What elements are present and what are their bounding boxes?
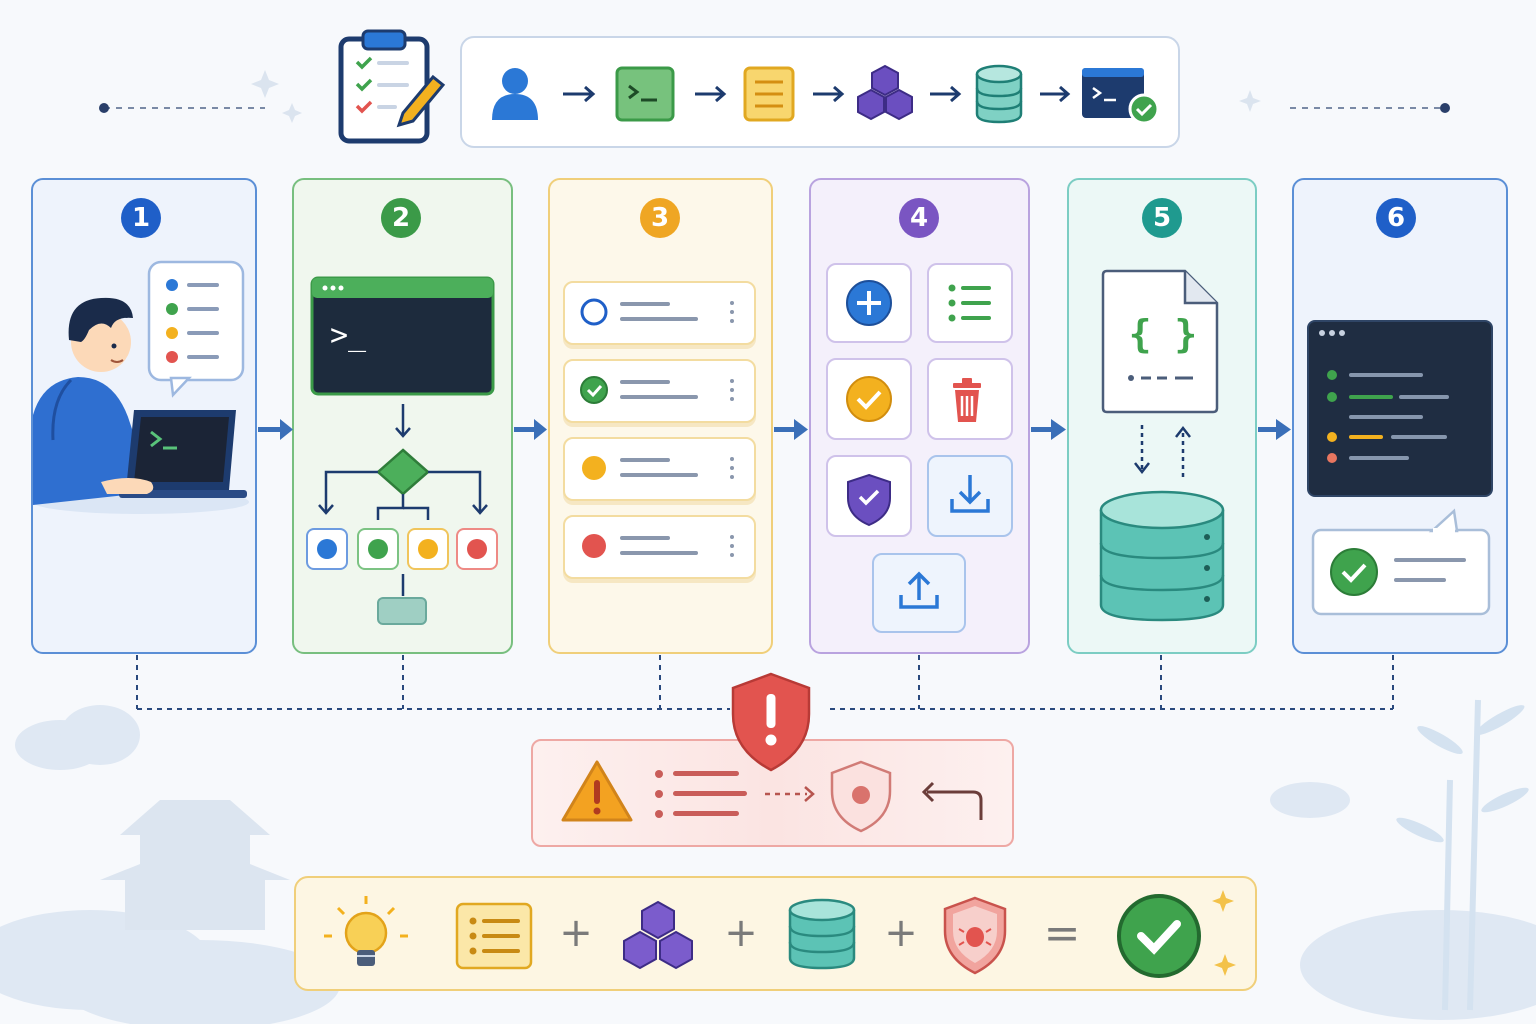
arrow-icon xyxy=(563,85,596,103)
output-terminal-window xyxy=(1307,320,1493,497)
list-icon xyxy=(948,284,991,322)
file-database-sync-illustration xyxy=(1099,269,1225,622)
user-icon xyxy=(492,68,538,120)
shield-icon xyxy=(830,760,892,833)
success-message-bubble xyxy=(1311,508,1491,616)
formula-bar xyxy=(294,876,1257,991)
error-connector-lines xyxy=(136,655,1394,710)
plus-operator-1: + xyxy=(559,910,593,956)
cubes-icon xyxy=(857,64,913,121)
top-flow-icons xyxy=(492,64,1160,125)
task-list-bubble xyxy=(147,260,245,398)
arrow-icon xyxy=(1040,85,1071,103)
arrow-icon xyxy=(695,85,727,103)
shield-check-icon xyxy=(847,473,891,527)
list-icon xyxy=(743,66,795,122)
in-progress-dot-icon xyxy=(582,456,606,480)
panel-arrows xyxy=(258,419,1291,440)
step-badge-1: 1 xyxy=(121,198,161,238)
return-arrow-icon xyxy=(921,781,983,820)
terminal-prompt-text: >_ xyxy=(330,318,367,353)
laptop-icon xyxy=(119,410,247,498)
add-icon xyxy=(846,280,892,326)
success-check-icon xyxy=(1117,894,1201,978)
check-icon xyxy=(846,376,892,422)
formula-icons xyxy=(324,890,1236,978)
step-badge-6: 6 xyxy=(1376,198,1416,238)
top-flow-bar xyxy=(460,36,1180,148)
upload-button[interactable] xyxy=(872,553,966,633)
database-icon xyxy=(975,64,1023,124)
cubes-icon xyxy=(623,900,693,970)
step-badge-3: 3 xyxy=(640,198,680,238)
database-icon xyxy=(1099,490,1225,622)
failed-dot-icon xyxy=(582,534,606,558)
pending-circle-icon xyxy=(580,298,608,326)
error-handling-icons xyxy=(561,672,983,833)
equals-operator: = xyxy=(1043,908,1081,959)
trash-icon xyxy=(953,378,981,422)
step-badge-4: 4 xyxy=(899,198,939,238)
task-item-icons xyxy=(580,298,734,558)
action-icons xyxy=(846,280,991,609)
plus-operator-3: + xyxy=(884,910,918,956)
clipboard-checklist-icon xyxy=(338,29,446,144)
warning-icon xyxy=(561,760,633,822)
done-check-icon xyxy=(580,376,608,404)
plus-operator-2: + xyxy=(724,910,758,956)
code-braces-text: { } xyxy=(1128,312,1198,356)
error-log-list-icon xyxy=(655,770,747,818)
terminal-window xyxy=(310,276,495,396)
upload-icon xyxy=(899,571,939,609)
arrow-icon xyxy=(930,85,962,103)
download-button[interactable] xyxy=(927,455,1013,537)
terminal-icon xyxy=(615,66,675,122)
shield-bug-icon xyxy=(943,896,1007,975)
arrow-icon xyxy=(813,85,845,103)
download-icon xyxy=(950,475,990,513)
command-flow-illustration xyxy=(306,276,498,625)
json-file-icon xyxy=(1101,269,1219,414)
list-icon xyxy=(455,902,533,970)
step-badge-5: 5 xyxy=(1142,198,1182,238)
step-badge-2: 2 xyxy=(381,198,421,238)
alert-shield-icon xyxy=(731,672,811,772)
database-icon xyxy=(788,898,856,970)
terminal-check-icon xyxy=(1082,68,1160,125)
developer-at-laptop-illustration xyxy=(33,260,249,514)
lightbulb-icon xyxy=(324,896,408,966)
output-terminal-illustration xyxy=(1307,320,1493,616)
